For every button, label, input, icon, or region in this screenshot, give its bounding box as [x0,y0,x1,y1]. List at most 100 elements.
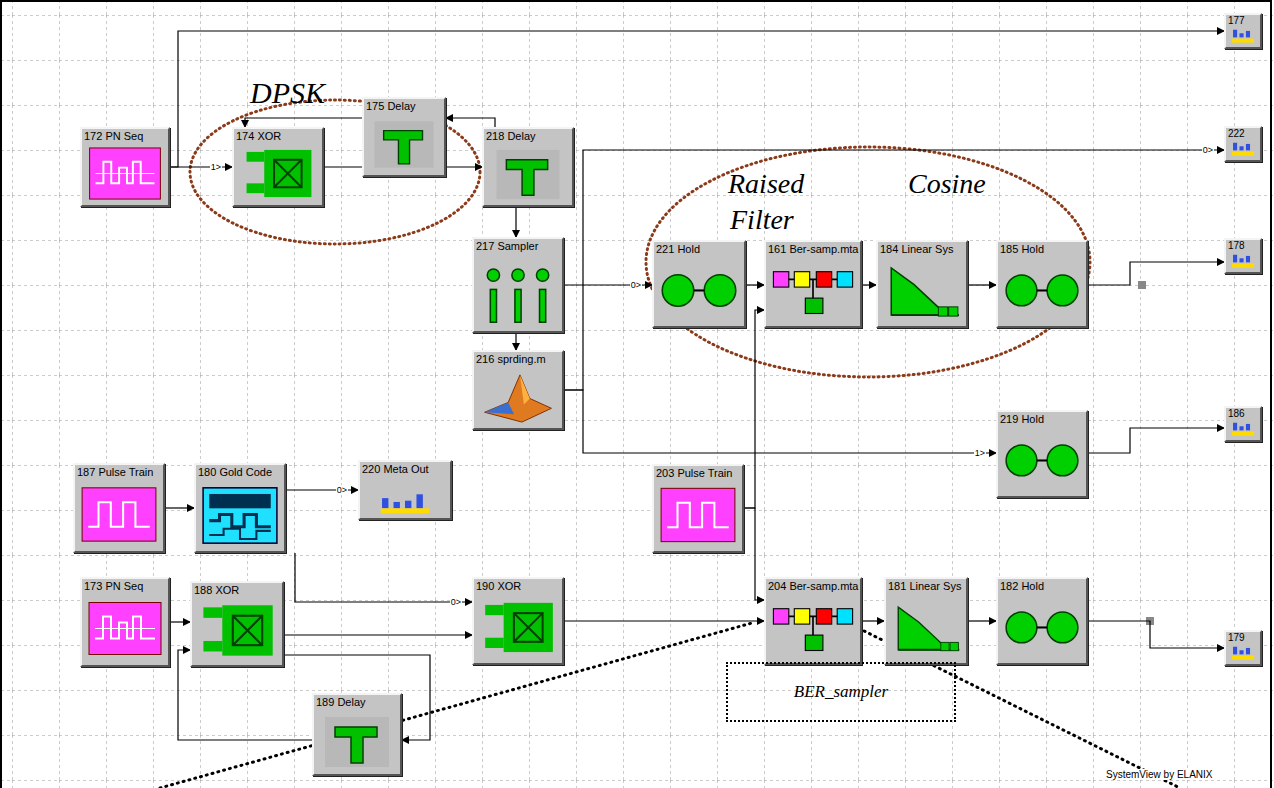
systemview-block: 190 XOR [472,577,564,665]
block-label: 220 Meta Out [360,462,450,477]
block-label: 190 XOR [474,579,562,594]
systemview-block: 175 Delay [362,97,446,177]
sink-icon [1229,645,1257,662]
sink-token: 178 [1224,238,1262,274]
hold-icon [1001,259,1083,324]
signal-wire [1088,428,1224,453]
systemview-block: 188 XOR [190,581,284,667]
signal-wire [284,634,472,635]
hold-icon [657,259,741,324]
pn-icon [85,596,165,663]
block-label: 161 Ber-samp.mta [766,242,860,257]
signal-wire [744,310,764,508]
signal-wire [968,284,996,285]
ber-icon [769,596,857,661]
block-label: 172 PN Seq [82,129,168,144]
sink-icon [1229,253,1257,270]
watermark: SystemView by ELANIX [1104,769,1215,780]
block-label: 181 Linear Sys [886,579,966,594]
group-annotation: Cosine [908,168,986,200]
ber-icon [769,259,857,324]
xor-icon [477,596,559,661]
pulse-icon [657,483,739,549]
sampler-icon [477,256,559,329]
block-label: 185 Hold [998,242,1086,257]
signal-wire [564,150,1224,390]
pulse-icon [78,482,160,549]
block-label: 179 [1226,632,1260,643]
systemview-block: 203 Pulse Train [652,464,744,553]
block-label: 221 Hold [654,242,744,257]
block-label: 184 Linear Sys [878,242,966,257]
meta-icon [363,479,447,516]
block-label: 180 Gold Code [196,465,284,480]
systemview-block: 216 sprding.m [472,350,564,430]
block-label: 178 [1226,240,1260,251]
block-label: 187 Pulse Train [75,465,163,480]
block-label: 222 [1226,128,1260,139]
systemview-block: 218 Delay [482,127,574,207]
block-label: BER_sampler [794,682,888,702]
port-label: 0> [1202,145,1214,155]
signal-wire [1088,262,1224,285]
systemview-block: 172 PN Seq [80,127,170,207]
port-label: 1> [210,162,222,172]
signal-wire [515,207,516,237]
xor-icon [237,146,319,203]
block-label: 173 PN Seq [82,579,168,594]
signal-wire [862,620,884,621]
block-label: 177 [1226,15,1260,26]
signal-wire [862,284,876,285]
signal-wire [515,333,516,350]
matlab-icon [477,369,559,426]
systemview-block: 185 Hold [996,240,1088,328]
sink-icon [1229,421,1257,438]
pn-icon [85,146,165,203]
block-label: 216 sprding.m [474,352,562,367]
systemview-block: 217 Sampler [472,237,564,333]
delay-icon [317,712,397,772]
port-label: 0> [630,280,642,290]
hold-icon [1001,596,1083,661]
group-annotation: DPSK [250,76,325,110]
sink-token: 186 [1224,406,1262,442]
hold-icon [1001,429,1083,494]
systemview-block: 187 Pulse Train [73,463,165,553]
signal-wire [564,390,996,453]
systemview-block: 204 Ber-samp.mta [764,577,862,665]
signal-wire [165,507,194,508]
sink-token: 177 [1224,13,1262,49]
xor-icon [195,600,279,663]
callout-box: BER_sampler [726,662,956,722]
port-label: 1> [974,448,986,458]
signal-wire [170,31,1224,167]
block-label: 189 Delay [314,695,400,710]
block-label: 188 XOR [192,583,282,598]
signal-wire [295,553,472,602]
block-label: 219 Hold [998,412,1086,427]
signal-wire [245,118,362,127]
block-label: 174 XOR [234,129,322,144]
systemview-block: 182 Hold [996,577,1088,665]
delay-icon [487,146,569,203]
group-annotation: Raised [728,168,804,200]
signal-wire [564,620,764,621]
block-label: 218 Delay [484,129,572,144]
signal-wire [1088,621,1224,648]
lin-icon [889,596,963,661]
systemview-block: 161 Ber-samp.mta [764,240,862,328]
systemview-block: 180 Gold Code [194,463,286,553]
gold-icon [199,482,281,549]
sink-token: 179 [1224,630,1262,666]
block-label: 204 Ber-samp.mta [766,579,860,594]
sink-icon [1229,28,1257,45]
systemview-block: 221 Hold [652,240,746,328]
signal-wire [746,284,764,285]
systemview-block: 173 PN Seq [80,577,170,667]
systemview-block: 189 Delay [312,693,402,776]
systemview-block: 184 Linear Sys [876,240,968,328]
port-label: 0> [336,485,348,495]
signal-wire [968,620,996,621]
